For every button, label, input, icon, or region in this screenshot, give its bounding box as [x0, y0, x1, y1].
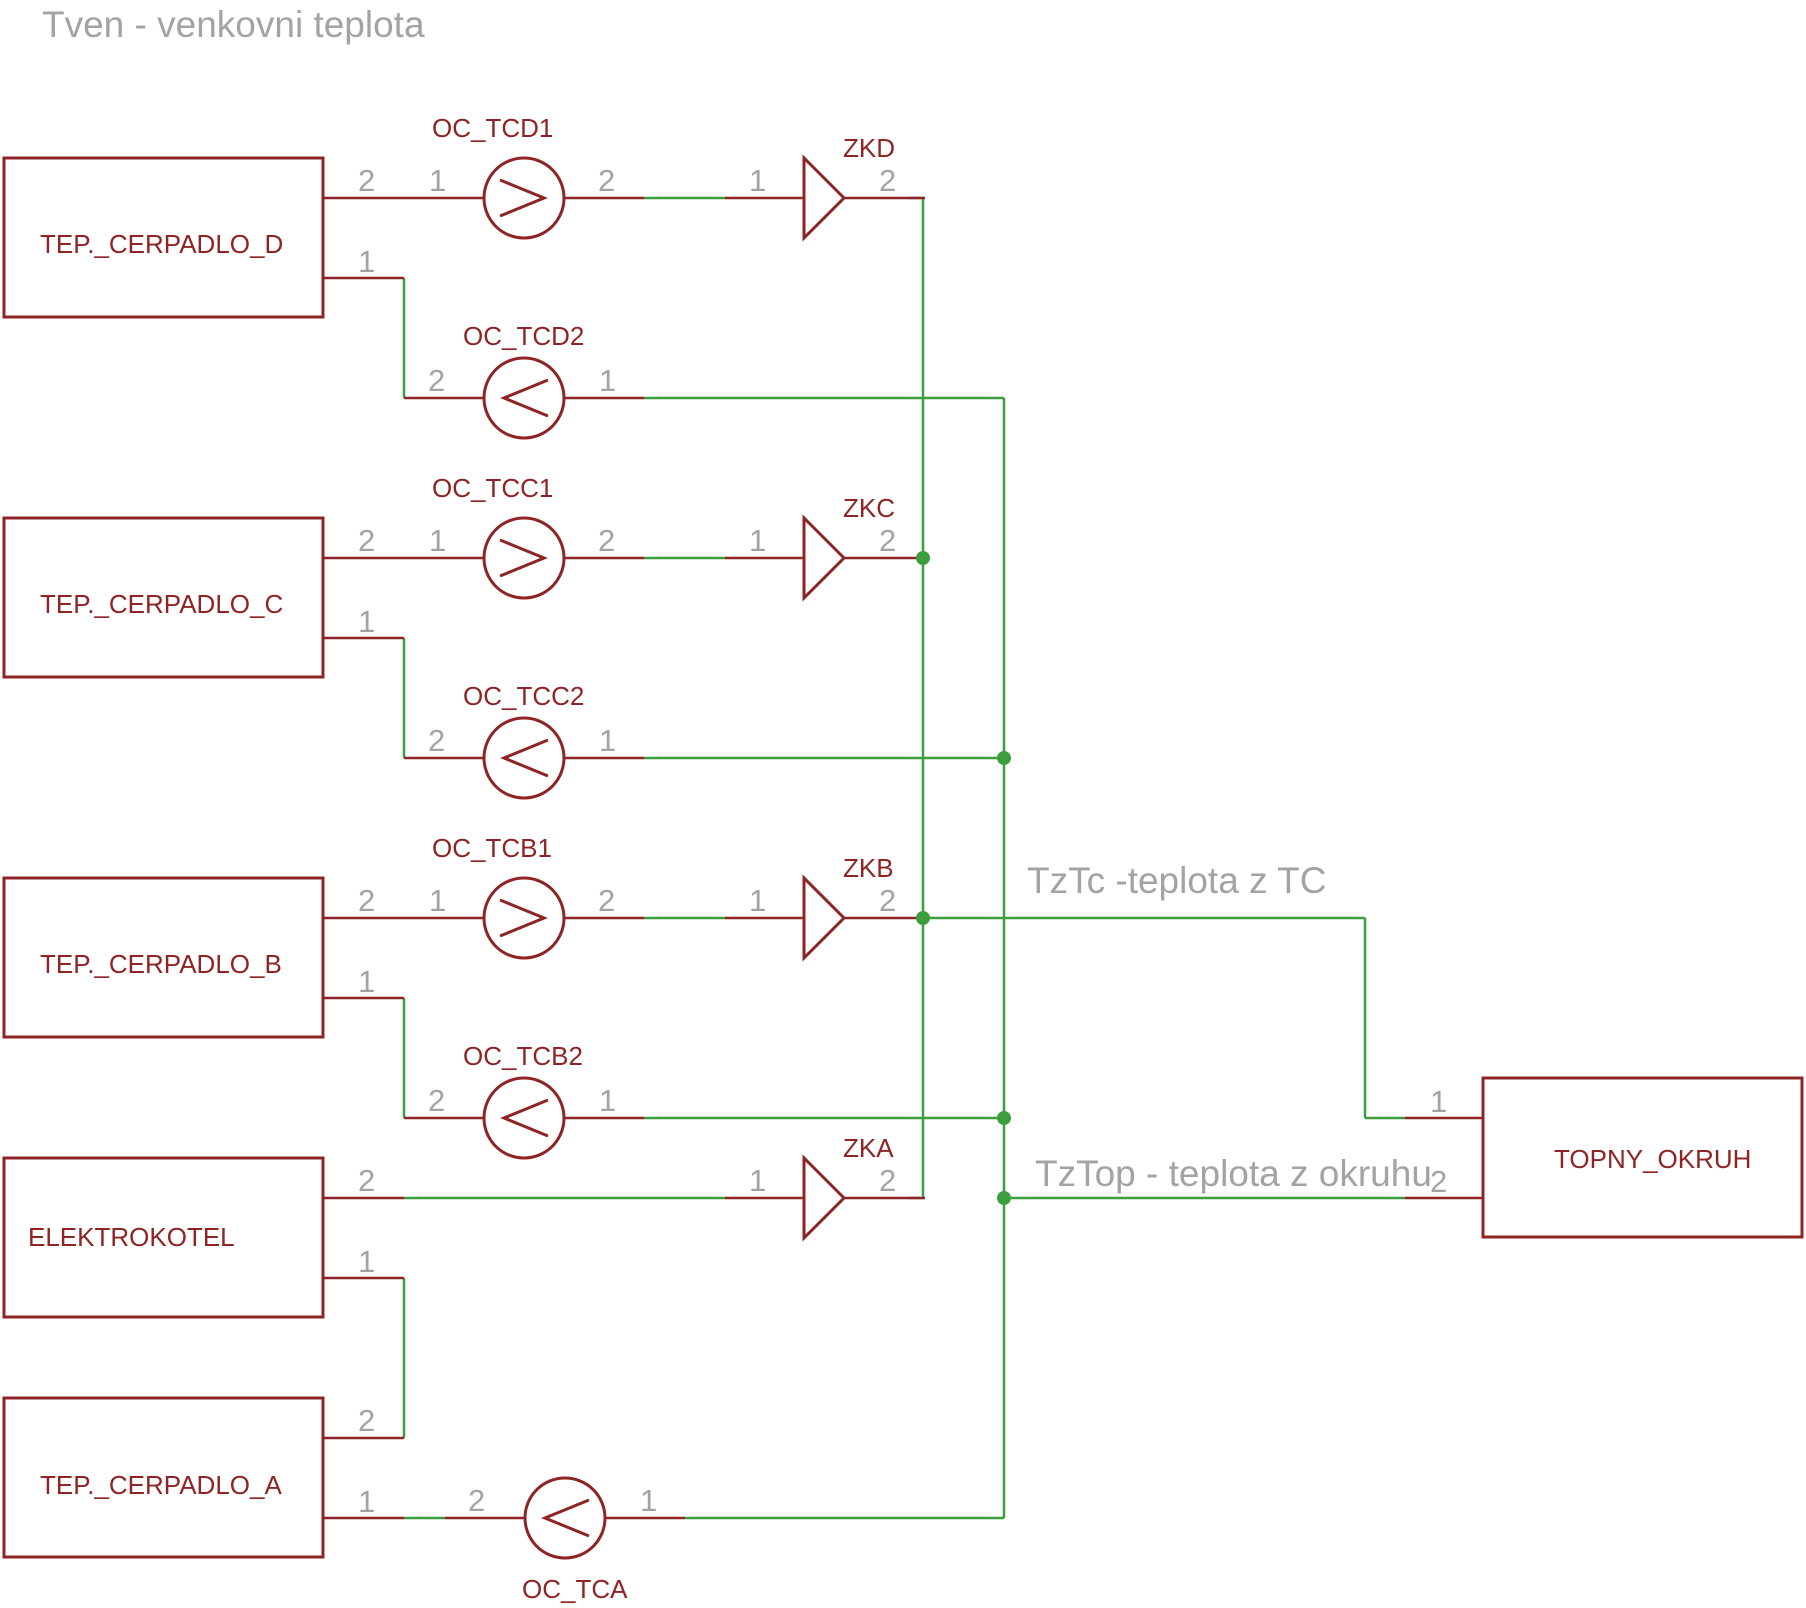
svg-text:1: 1 — [599, 1083, 616, 1118]
svg-text:2: 2 — [358, 883, 375, 918]
valve-zkb[interactable]: ZKB — [802, 853, 894, 962]
valve-label: ZKB — [843, 853, 894, 883]
sensor-oc-tcb1[interactable]: OC_TCB1 — [432, 833, 566, 960]
sensor-label: OC_TCB1 — [432, 833, 552, 863]
svg-text:1: 1 — [749, 883, 766, 918]
svg-text:2: 2 — [358, 523, 375, 558]
valve-label: ZKD — [843, 133, 895, 163]
svg-text:1: 1 — [358, 244, 375, 279]
svg-text:2: 2 — [598, 883, 615, 918]
block-label: TEP._CERPADLO_B — [40, 949, 282, 979]
svg-text:1: 1 — [599, 723, 616, 758]
sensor-oc-tcd2[interactable]: OC_TCD2 — [463, 321, 584, 440]
svg-text:2: 2 — [879, 883, 896, 918]
pin-numbers: 2 1 2 1 2 1 2 1 2 1 2 1 2 1 2 1 2 1 2 1 … — [358, 163, 1447, 1519]
svg-text:2: 2 — [358, 1163, 375, 1198]
valve-zkc[interactable]: ZKC — [802, 493, 895, 602]
svg-text:1: 1 — [599, 363, 616, 398]
sensor-label: OC_TCA — [522, 1574, 628, 1604]
svg-text:1: 1 — [358, 964, 375, 999]
valve-zkd[interactable]: ZKD — [802, 133, 895, 242]
sensor-label: OC_TCC2 — [463, 681, 584, 711]
net-label-tztc: TzTc -teplota z TC — [1027, 860, 1327, 901]
green-nets — [402, 196, 1405, 1520]
svg-text:2: 2 — [879, 523, 896, 558]
svg-text:2: 2 — [358, 1403, 375, 1438]
svg-text:1: 1 — [358, 1484, 375, 1519]
valve-label: ZKA — [843, 1133, 894, 1163]
block-label: ELEKTROKOTEL — [28, 1222, 235, 1252]
svg-text:2: 2 — [598, 163, 615, 198]
block-tep-cerpadlo-a[interactable]: TEP._CERPADLO_A — [2, 1396, 325, 1559]
block-tep-cerpadlo-c[interactable]: TEP._CERPADLO_C — [2, 516, 325, 679]
svg-text:1: 1 — [429, 163, 446, 198]
svg-text:1: 1 — [429, 883, 446, 918]
svg-text:1: 1 — [358, 604, 375, 639]
valve-zka[interactable]: ZKA — [802, 1133, 894, 1242]
sensor-oc-tcb2[interactable]: OC_TCB2 — [463, 1041, 583, 1160]
sensor-label: OC_TCD2 — [463, 321, 584, 351]
svg-text:2: 2 — [879, 163, 896, 198]
svg-text:2: 2 — [598, 523, 615, 558]
svg-text:2: 2 — [468, 1483, 485, 1518]
svg-text:2: 2 — [1430, 1164, 1447, 1199]
svg-text:1: 1 — [640, 1483, 657, 1518]
svg-text:2: 2 — [358, 163, 375, 198]
svg-text:1: 1 — [429, 523, 446, 558]
block-label: TEP._CERPADLO_A — [40, 1470, 282, 1500]
pin-stubs — [323, 196, 1483, 1520]
junction-dots — [916, 551, 1011, 1205]
svg-text:2: 2 — [879, 1163, 896, 1198]
net-label-tztop: TzTop - teplota z okruhu — [1035, 1153, 1432, 1194]
svg-text:2: 2 — [428, 1083, 445, 1118]
svg-text:1: 1 — [749, 1163, 766, 1198]
svg-text:2: 2 — [428, 363, 445, 398]
sensor-label: OC_TCC1 — [432, 473, 553, 503]
svg-text:1: 1 — [358, 1244, 375, 1279]
sensor-oc-tca[interactable]: OC_TCA — [522, 1476, 628, 1604]
block-label: TOPNY_OKRUH — [1554, 1144, 1751, 1174]
block-tep-cerpadlo-d[interactable]: TEP._CERPADLO_D — [2, 156, 325, 319]
sensor-label: OC_TCD1 — [432, 113, 553, 143]
sensor-oc-tcc1[interactable]: OC_TCC1 — [432, 473, 566, 600]
valve-label: ZKC — [843, 493, 895, 523]
diagram-title: Tven - venkovni teplota — [42, 4, 425, 45]
block-label: TEP._CERPADLO_C — [40, 589, 283, 619]
block-tep-cerpadlo-b[interactable]: TEP._CERPADLO_B — [2, 876, 325, 1039]
block-topny-okruh[interactable]: TOPNY_OKRUH — [1481, 1076, 1804, 1239]
block-elektrokotel[interactable]: ELEKTROKOTEL — [2, 1156, 325, 1319]
svg-text:2: 2 — [428, 723, 445, 758]
svg-text:1: 1 — [749, 523, 766, 558]
svg-text:1: 1 — [749, 163, 766, 198]
sensor-label: OC_TCB2 — [463, 1041, 583, 1071]
sensor-oc-tcc2[interactable]: OC_TCC2 — [463, 681, 584, 800]
svg-text:1: 1 — [1430, 1084, 1447, 1119]
sensor-oc-tcd1[interactable]: OC_TCD1 — [432, 113, 566, 240]
block-label: TEP._CERPADLO_D — [40, 229, 283, 259]
